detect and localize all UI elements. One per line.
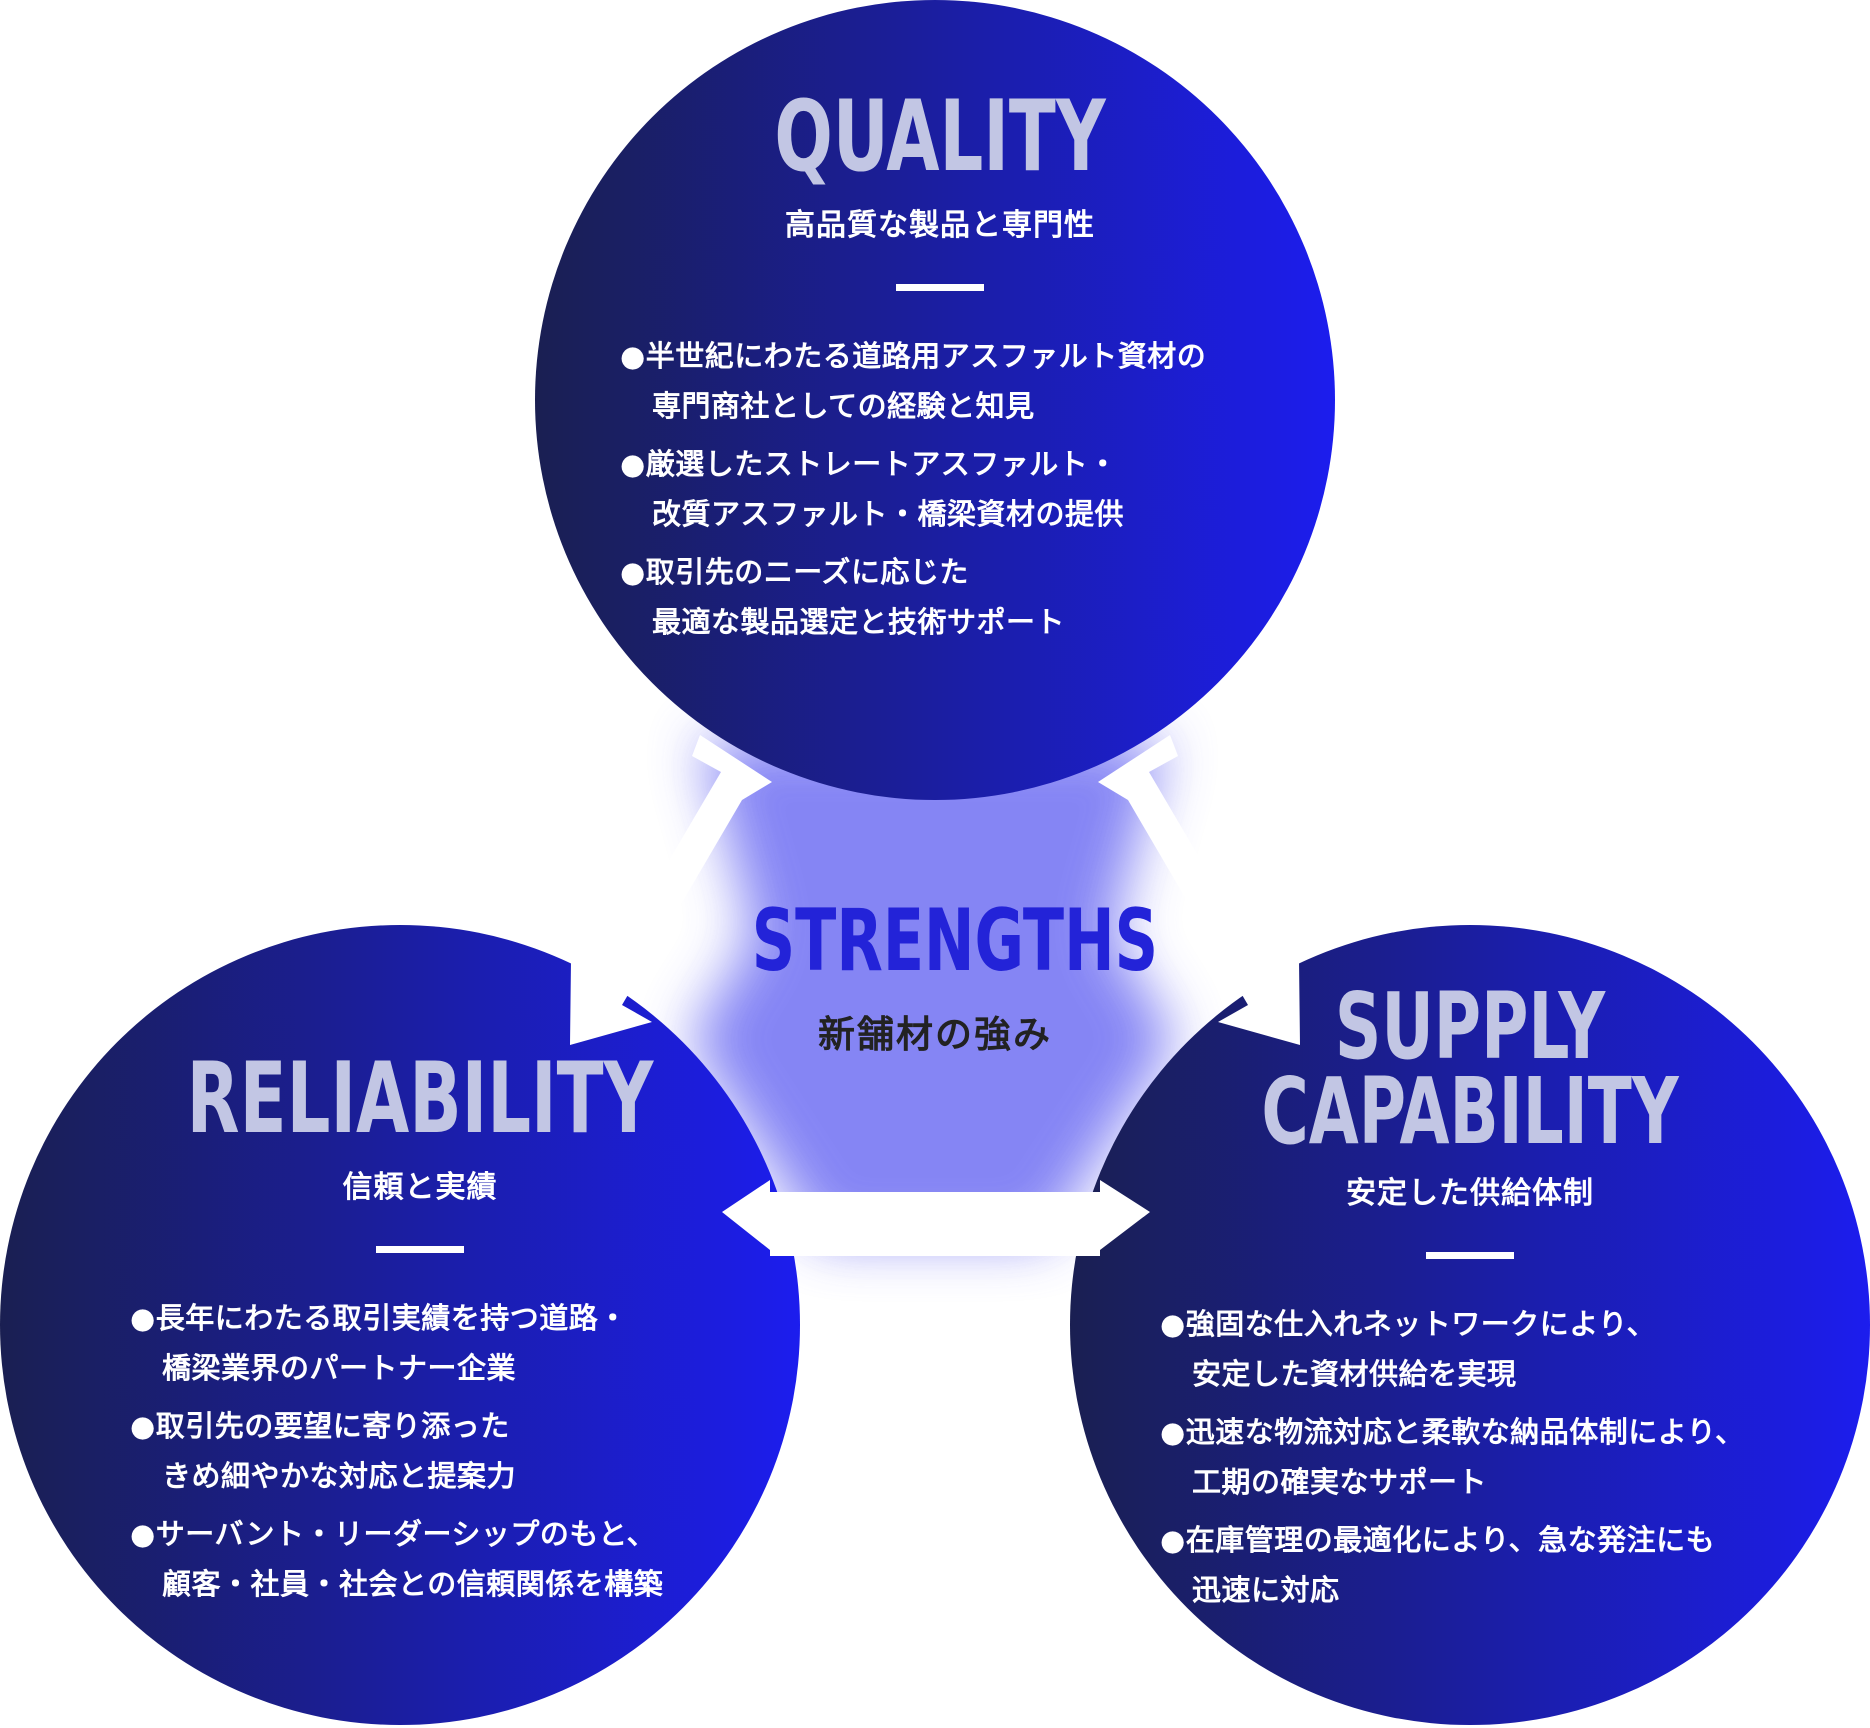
supply-divider [1426,1252,1514,1260]
supply-title-line2: CAPABILITY [1261,1057,1679,1165]
supply-bullet-list: ●強固な仕入れネットワークにより、安定した資材供給を実現 ●迅速な物流対応と柔軟… [1160,1299,1810,1615]
center-label: STRENGTHS 新舗材の強み [700,898,1170,1058]
center-subtitle: 新舗材の強み [818,1013,1052,1056]
center-title: STRENGTHS [751,891,1159,991]
list-item: ●取引先のニーズに応じた最適な製品選定と技術サポート [620,555,1066,639]
quality-title: QUALITY [774,80,1106,194]
list-item: ●強固な仕入れネットワークにより、安定した資材供給を実現 [1160,1307,1657,1392]
quality-bullet-list: ●半世紀にわたる道路用アスファルト資材の専門商社としての経験と知見 ●厳選したス… [620,331,1320,647]
arrow-right-diagonal [1098,735,1300,1045]
arrow-bottom-horizontal [722,1180,1150,1256]
list-item: ●取引先の要望に寄り添ったきめ細やかな対応と提案力 [130,1409,517,1493]
reliability-divider [376,1246,464,1253]
list-item: ●在庫管理の最適化により、急な発注にも迅速に対応 [1160,1523,1716,1608]
quality-divider [896,284,984,291]
list-item: ●サーバント・リーダーシップのもと、顧客・社員・社会との信頼関係を構築 [130,1517,664,1601]
list-item: ●迅速な物流対応と柔軟な納品体制により、工期の確実なサポート [1160,1415,1745,1500]
list-item: ●半世紀にわたる道路用アスファルト資材の専門商社としての経験と知見 [620,339,1207,423]
reliability-block: RELIABILITY 信頼と実績 ●長年にわたる取引実績を持つ道路・橋梁業界の… [100,1050,740,1617]
reliability-circle [0,925,800,1725]
quality-circle [535,0,1335,800]
reliability-title: RELIABILITY [186,1042,654,1156]
supply-subtitle: 安定した供給体制 [1346,1176,1594,1212]
supply-title-line1: SUPPLY [1334,973,1606,1080]
list-item: ●長年にわたる取引実績を持つ道路・橋梁業界のパートナー企業 [130,1301,628,1385]
arrow-left-diagonal [570,735,772,1045]
quality-subtitle: 高品質な製品と専門性 [785,208,1095,243]
supply-circle [1070,925,1870,1725]
list-item: ●厳選したストレートアスファルト・改質アスファルト・橋梁資材の提供 [620,447,1125,531]
supply-block: SUPPLY CAPABILITY 安定した供給体制 ●強固な仕入れネットワーク… [1130,973,1810,1623]
reliability-bullet-list: ●長年にわたる取引実績を持つ道路・橋梁業界のパートナー企業 ●取引先の要望に寄り… [130,1293,740,1609]
quality-block: QUALITY 高品質な製品と専門性 ●半世紀にわたる道路用アスファルト資材の専… [560,88,1320,655]
reliability-subtitle: 信頼と実績 [342,1170,498,1205]
center-glow [690,740,1175,1240]
